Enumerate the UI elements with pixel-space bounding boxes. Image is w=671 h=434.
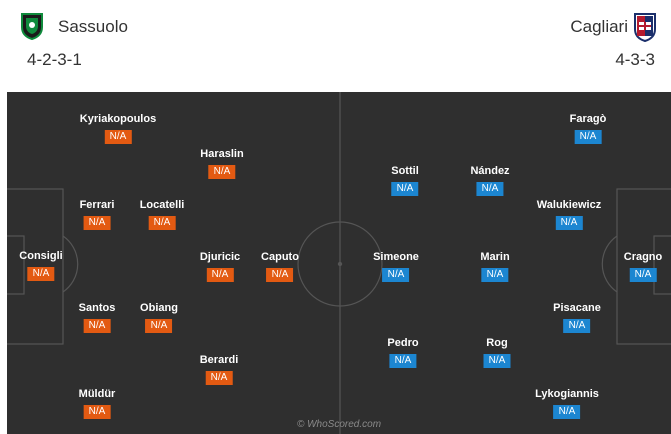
- player-rating-badge: N/A: [148, 216, 176, 230]
- player-name: Consigli: [19, 250, 63, 262]
- player-rating-badge: N/A: [481, 268, 509, 282]
- player-rating-badge: N/A: [83, 405, 111, 419]
- player-name: Sottil: [391, 165, 419, 177]
- player-simeone[interactable]: Simeone N/A: [373, 251, 419, 282]
- player-nandez[interactable]: Nández N/A: [470, 165, 510, 196]
- player-lykogiannis[interactable]: Lykogiannis N/A: [535, 388, 599, 419]
- player-rating-badge: N/A: [208, 165, 236, 179]
- player-pisacane[interactable]: Pisacane N/A: [553, 302, 601, 333]
- player-rating-badge: N/A: [391, 182, 419, 196]
- watermark: © WhoScored.com: [296, 419, 382, 430]
- player-rog[interactable]: Rog N/A: [483, 337, 511, 368]
- pitch: Consigli N/A Kyriakopoulos N/A Ferrari N…: [7, 92, 671, 434]
- player-rating-badge: N/A: [555, 216, 583, 230]
- player-rating-badge: N/A: [476, 182, 504, 196]
- player-name: Pisacane: [553, 302, 601, 314]
- player-name: Walukiewicz: [536, 199, 602, 211]
- match-header: Sassuolo 4-2-3-1 Cagliari 4-3-3: [0, 0, 671, 90]
- player-name: Nández: [470, 165, 510, 177]
- player-name: Ferrari: [79, 199, 115, 211]
- player-djuricic[interactable]: Djuricic N/A: [200, 251, 240, 282]
- player-ferrari[interactable]: Ferrari N/A: [79, 199, 115, 230]
- player-pedro[interactable]: Pedro N/A: [387, 337, 419, 368]
- player-rating-badge: N/A: [104, 130, 132, 144]
- player-rating-badge: N/A: [483, 354, 511, 368]
- player-name: Haraslin: [200, 148, 244, 160]
- player-name: Lykogiannis: [535, 388, 599, 400]
- player-name: Obiang: [140, 302, 178, 314]
- player-sottil[interactable]: Sottil N/A: [391, 165, 419, 196]
- player-farago[interactable]: Faragò N/A: [569, 113, 607, 144]
- player-consigli[interactable]: Consigli N/A: [19, 250, 63, 281]
- player-name: Müldür: [78, 388, 116, 400]
- player-name: Rog: [486, 337, 508, 349]
- player-name: Berardi: [199, 354, 239, 366]
- player-rating-badge: N/A: [553, 405, 581, 419]
- away-formation: 4-3-3: [615, 50, 655, 69]
- player-name: Simeone: [373, 251, 419, 263]
- player-berardi[interactable]: Berardi N/A: [199, 354, 239, 385]
- player-rating-badge: N/A: [145, 319, 173, 333]
- player-rating-badge: N/A: [83, 319, 111, 333]
- player-muldur[interactable]: Müldür N/A: [78, 388, 116, 419]
- player-rating-badge: N/A: [205, 371, 233, 385]
- player-rating-badge: N/A: [382, 268, 410, 282]
- player-name: Kyriakopoulos: [79, 113, 157, 125]
- player-name: Caputo: [261, 251, 299, 263]
- player-name: Marin: [480, 251, 510, 263]
- player-cragno[interactable]: Cragno N/A: [623, 251, 663, 282]
- player-caputo[interactable]: Caputo N/A: [261, 251, 299, 282]
- player-rating-badge: N/A: [574, 130, 602, 144]
- home-team-name[interactable]: Sassuolo: [58, 17, 128, 36]
- player-rating-badge: N/A: [563, 319, 591, 333]
- player-name: Faragò: [569, 113, 607, 125]
- player-rating-badge: N/A: [27, 267, 55, 281]
- player-name: Djuricic: [199, 251, 241, 263]
- home-formation: 4-2-3-1: [27, 50, 82, 69]
- player-name: Santos: [78, 302, 116, 314]
- away-team-name[interactable]: Cagliari: [570, 17, 628, 36]
- pitch-markings: [7, 92, 671, 434]
- sassuolo-crest-icon: [21, 13, 43, 40]
- player-name: Cragno: [623, 251, 663, 263]
- player-rating-badge: N/A: [266, 268, 294, 282]
- player-haraslin[interactable]: Haraslin N/A: [200, 148, 244, 179]
- player-rating-badge: N/A: [206, 268, 234, 282]
- player-name: Pedro: [387, 337, 419, 349]
- player-locatelli[interactable]: Locatelli N/A: [139, 199, 185, 230]
- player-name: Locatelli: [139, 199, 185, 211]
- player-marin[interactable]: Marin N/A: [480, 251, 510, 282]
- player-santos[interactable]: Santos N/A: [78, 302, 116, 333]
- player-obiang[interactable]: Obiang N/A: [140, 302, 178, 333]
- cagliari-crest-icon: [634, 13, 656, 42]
- player-rating-badge: N/A: [389, 354, 417, 368]
- player-rating-badge: N/A: [629, 268, 657, 282]
- player-kyriakopoulos[interactable]: Kyriakopoulos N/A: [80, 113, 156, 144]
- player-walukiewicz[interactable]: Walukiewicz N/A: [537, 199, 601, 230]
- player-rating-badge: N/A: [83, 216, 111, 230]
